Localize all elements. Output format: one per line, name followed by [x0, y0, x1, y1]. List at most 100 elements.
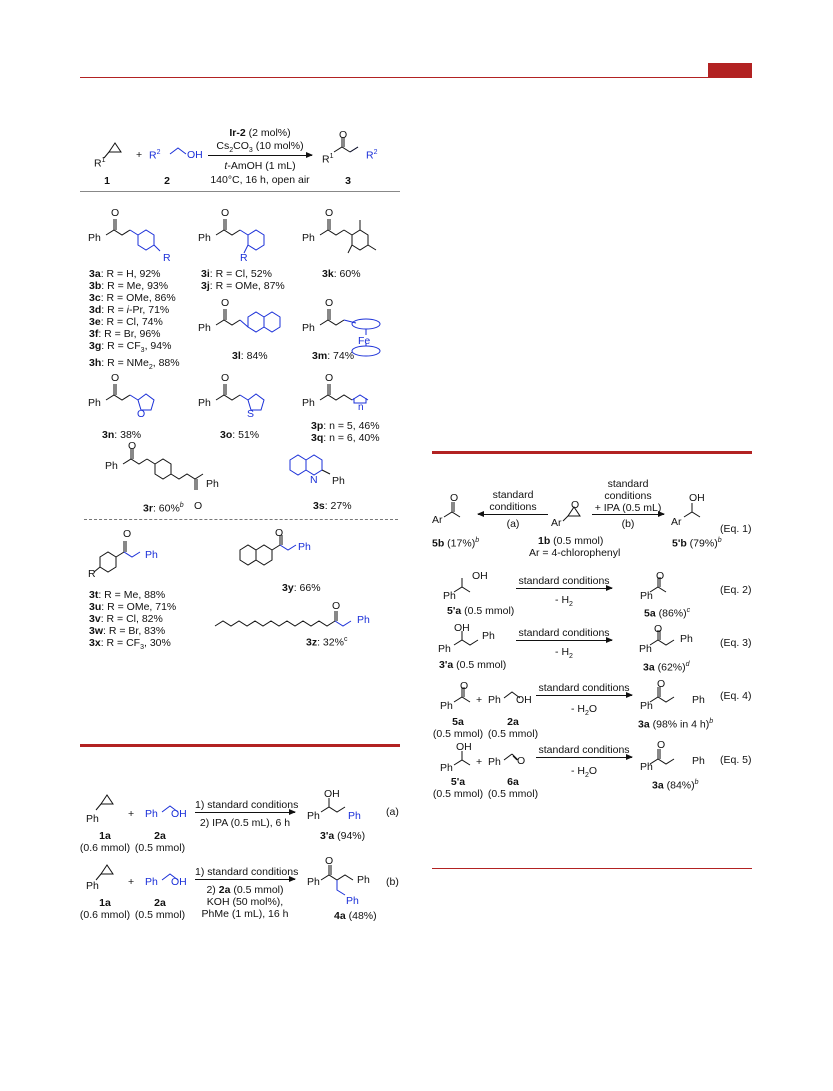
product-r2: R2: [366, 149, 378, 162]
eq4-arrow: [536, 692, 633, 698]
a-tag: (a): [386, 806, 399, 818]
eq3-prod-ph: Ph: [639, 643, 652, 655]
s8-o: O: [325, 372, 334, 384]
label-1: 1: [104, 175, 110, 187]
s6-furan-o: O: [137, 408, 146, 420]
label-3o: 3o: 51%: [220, 429, 260, 441]
product-r1: R1: [322, 153, 334, 166]
structure-3r: [122, 449, 204, 490]
s12-o: O: [275, 527, 284, 539]
eq3-prod: 3a (62%)d: [643, 661, 690, 674]
eq3-cond: standard conditions: [518, 627, 610, 639]
label-3n: 3n: 38%: [102, 429, 142, 441]
s2-ph: Ph: [198, 232, 211, 244]
entry-3x: 3x: R = CF3, 30%: [89, 637, 171, 652]
eq1-5b: [443, 502, 461, 518]
b-2a: 2a: [154, 897, 166, 909]
eq1-right-tag: (b): [621, 518, 635, 530]
eq4-plus: +: [476, 694, 483, 706]
s7-s: S: [247, 408, 255, 420]
structure-3z: [214, 611, 352, 627]
eq3-sub: - H2: [555, 646, 573, 661]
s13-o: O: [332, 600, 341, 612]
alcohol-2a-a: [161, 805, 179, 813]
label-3z: 3z: 32%c: [306, 636, 348, 649]
eq3-ph: Ph: [438, 643, 451, 655]
b-ph2: Ph: [145, 876, 158, 888]
entry-3g: 3g: R = CF3, 94%: [89, 340, 172, 355]
r2-label: R2: [149, 149, 161, 162]
eq1-1b-label: 1b (0.5 mmol): [538, 535, 604, 547]
eq1-ar-def: Ar = 4-chlorophenyl: [529, 547, 621, 559]
product-3-structure: [333, 137, 359, 153]
eq5-5pa: [453, 751, 471, 766]
entry-3q: 3q: n = 6, 40%: [311, 432, 380, 444]
a-step1: 1) standard conditions: [195, 799, 299, 811]
eq4-tag: (Eq. 4): [720, 690, 752, 702]
eq1-right-c2: conditions: [604, 490, 652, 502]
epoxide-1a-b: [95, 864, 114, 881]
eq4-prod-o: O: [657, 678, 666, 690]
eq2-5pa: [453, 578, 471, 593]
b-oh: OH: [171, 876, 187, 888]
b-2a-amt: (0.5 mmol): [134, 909, 186, 921]
a-2a: 2a: [154, 830, 166, 842]
eq4-prod: 3a (98% in 4 h)b: [638, 718, 714, 731]
label-2: 2: [164, 175, 170, 187]
header-tab: [708, 63, 752, 77]
s5-ph: Ph: [302, 322, 315, 334]
s9-o2: O: [194, 500, 203, 512]
s5-o: O: [325, 297, 334, 309]
eq4-sub: - H2O: [570, 703, 598, 718]
eq5-3a: [649, 749, 675, 765]
list-3i-3j: 3i: R = Cl, 52% 3j: R = OMe, 87%: [201, 268, 285, 292]
s1-r: R: [163, 252, 171, 264]
eq1-left-arrow: [477, 511, 548, 517]
eq1-left-tag: (a): [506, 518, 520, 530]
alcohol-2a-b: [161, 873, 179, 881]
eq1-5b-ar: Ar: [432, 514, 443, 526]
s1-o: O: [111, 207, 120, 219]
eq1-1b: [562, 506, 581, 522]
a-oh: OH: [171, 808, 187, 820]
header-rule: [80, 77, 752, 78]
section-rule-right-bottom: [432, 868, 752, 869]
product-4a: [320, 865, 354, 896]
cond-line-1: Ir-2 (2 mol%): [229, 127, 291, 139]
eq2-prod-o: O: [656, 570, 665, 582]
eq5-6a-amt: (0.5 mmol): [487, 788, 539, 800]
eq4-prod-ph: Ph: [640, 700, 653, 712]
eq1-1b-o: O: [571, 499, 580, 511]
eq1-5pb-ar: Ar: [671, 516, 682, 528]
b-step2: 2) 2a (0.5 mmol): [206, 884, 284, 896]
eq5-plus: +: [476, 756, 483, 768]
eq5-prod-o: O: [657, 739, 666, 751]
entry-3a: 3a: R = H, 92%: [89, 268, 161, 280]
cond-line-2: Cs2CO3 (10 mol%): [216, 140, 304, 155]
s1-ph: Ph: [88, 232, 101, 244]
structure-3t-3x: [93, 541, 141, 573]
eq4-2a-label: 2a: [507, 716, 519, 728]
eq1-tag: (Eq. 1): [720, 523, 752, 535]
structure-3y: [239, 535, 297, 566]
eq2-prod-ph: Ph: [640, 590, 653, 602]
s9-ph: Ph: [105, 460, 118, 472]
product-o: O: [339, 129, 348, 141]
b-prod-ph: Ph: [307, 876, 320, 888]
eq1-5pb: [683, 503, 701, 518]
b-step1: 1) standard conditions: [195, 866, 299, 878]
r1-label: R1: [94, 157, 106, 170]
eq2-ph: Ph: [443, 590, 456, 602]
epoxide-1a-a: [95, 794, 114, 811]
label-3m: 3m: 74%: [312, 350, 355, 362]
eq2-arrow: [516, 585, 613, 591]
label-3r: 3r: 60%b: [143, 502, 184, 515]
b-prod-ph3: Ph: [346, 895, 359, 907]
structure-3l: [215, 309, 281, 333]
eq1-1b-ar: Ar: [551, 517, 562, 529]
eq3-arrow: [516, 637, 613, 643]
cond-line-4: 140°C, 16 h, open air: [210, 174, 310, 186]
a-prod: 3'a (94%): [320, 830, 366, 842]
entry-3c: 3c: R = OMe, 86%: [89, 292, 176, 304]
eq1-right-arrow: [592, 511, 665, 517]
